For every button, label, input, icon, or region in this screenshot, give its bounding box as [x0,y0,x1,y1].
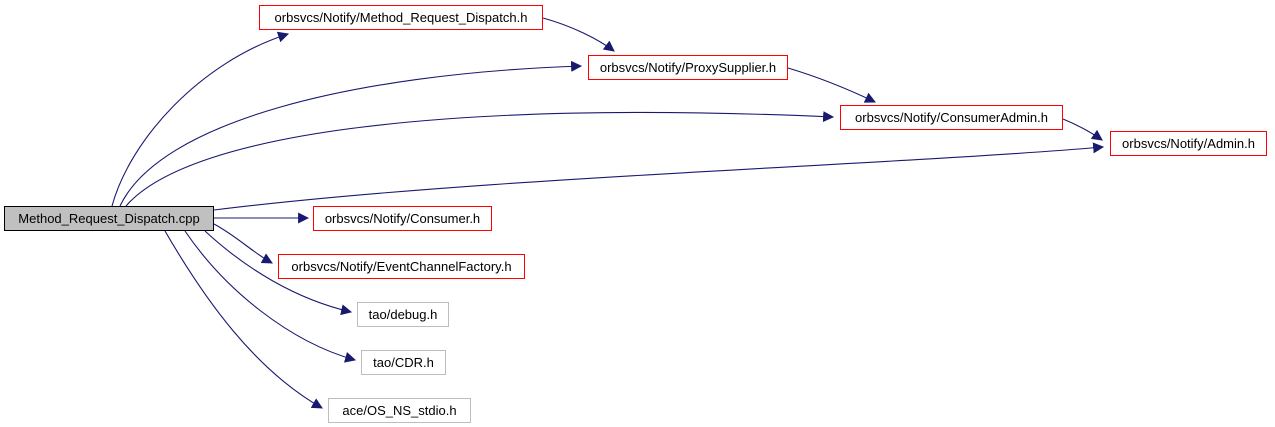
node-method-request-dispatch-cpp: Method_Request_Dispatch.cpp [4,206,214,231]
node-admin-h[interactable]: orbsvcs/Notify/Admin.h [1110,131,1267,156]
edge-cpp-to-proxysupplier-h [119,60,583,207]
node-eventchannelfactory-h[interactable]: orbsvcs/Notify/EventChannelFactory.h [278,254,525,279]
node-proxysupplier-h[interactable]: orbsvcs/Notify/ProxySupplier.h [588,55,788,80]
node-method-request-dispatch-h[interactable]: orbsvcs/Notify/Method_Request_Dispatch.h [259,5,543,30]
edge-cpp-to-method-request-dispatch-h [111,31,290,207]
node-consumer-h[interactable]: orbsvcs/Notify/Consumer.h [313,206,492,231]
edge-cpp-to-eventchannelfactory-h [213,223,273,264]
edge-method-request-dispatch-h-to-proxysupplier-h [542,17,615,52]
edge-consumeradmin-h-to-admin-h [1062,118,1103,141]
node-tao-debug-h: tao/debug.h [357,302,449,327]
edge-cpp-to-admin-h [213,142,1105,211]
edge-proxysupplier-h-to-consumeradmin-h [787,67,876,103]
node-ace-os-ns-stdio-h: ace/OS_NS_stdio.h [328,398,471,423]
node-tao-cdr-h: tao/CDR.h [361,350,446,375]
node-consumeradmin-h[interactable]: orbsvcs/Notify/ConsumerAdmin.h [840,105,1063,130]
edge-cpp-to-tao-cdr-h [184,230,357,363]
edge-cpp-to-consumeradmin-h [125,111,835,207]
